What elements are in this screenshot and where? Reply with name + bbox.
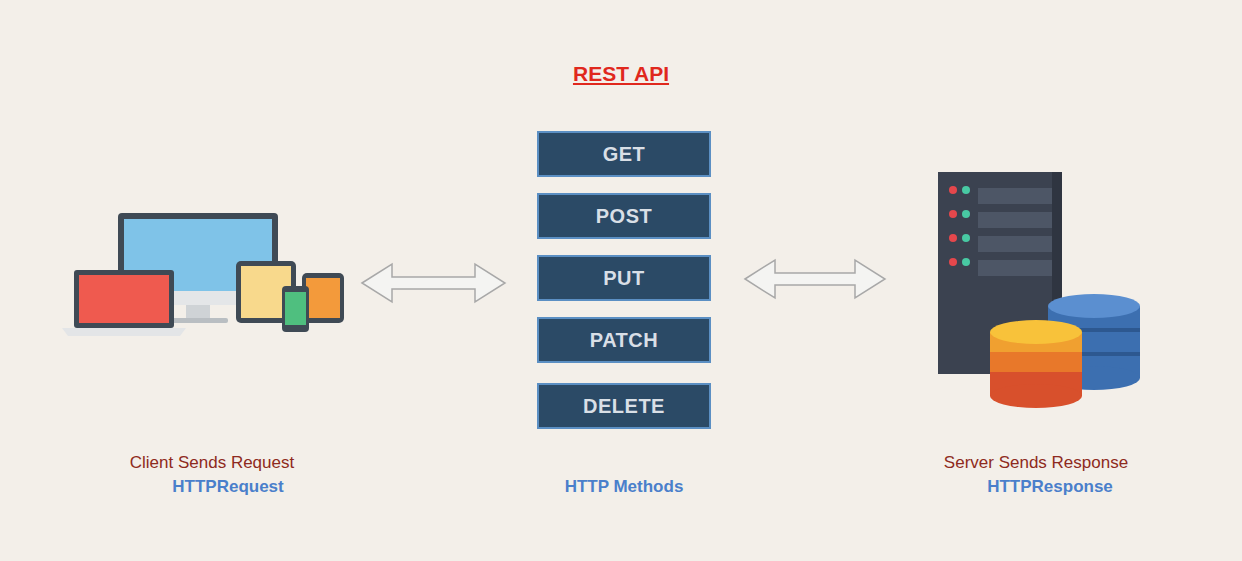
method-box: GET	[537, 131, 711, 177]
method-label: POST	[596, 205, 652, 228]
method-label: GET	[603, 143, 646, 166]
method-label: DELETE	[583, 395, 665, 418]
client-devices	[62, 213, 344, 336]
method-box: DELETE	[537, 383, 711, 429]
diagram-title: REST API	[573, 62, 669, 86]
method-box: PATCH	[537, 317, 711, 363]
caption-label: HTTP Methods	[565, 477, 684, 497]
server-icon	[938, 172, 1140, 408]
method-box: POST	[537, 193, 711, 239]
method-box: PUT	[537, 255, 711, 301]
caption-label: HTTPRequest	[172, 477, 283, 497]
method-label: PATCH	[590, 329, 658, 352]
caption-label: Server Sends Response	[944, 453, 1128, 473]
caption-label: Client Sends Request	[130, 453, 294, 473]
method-label: PUT	[603, 267, 645, 290]
caption-label: HTTPResponse	[987, 477, 1113, 497]
